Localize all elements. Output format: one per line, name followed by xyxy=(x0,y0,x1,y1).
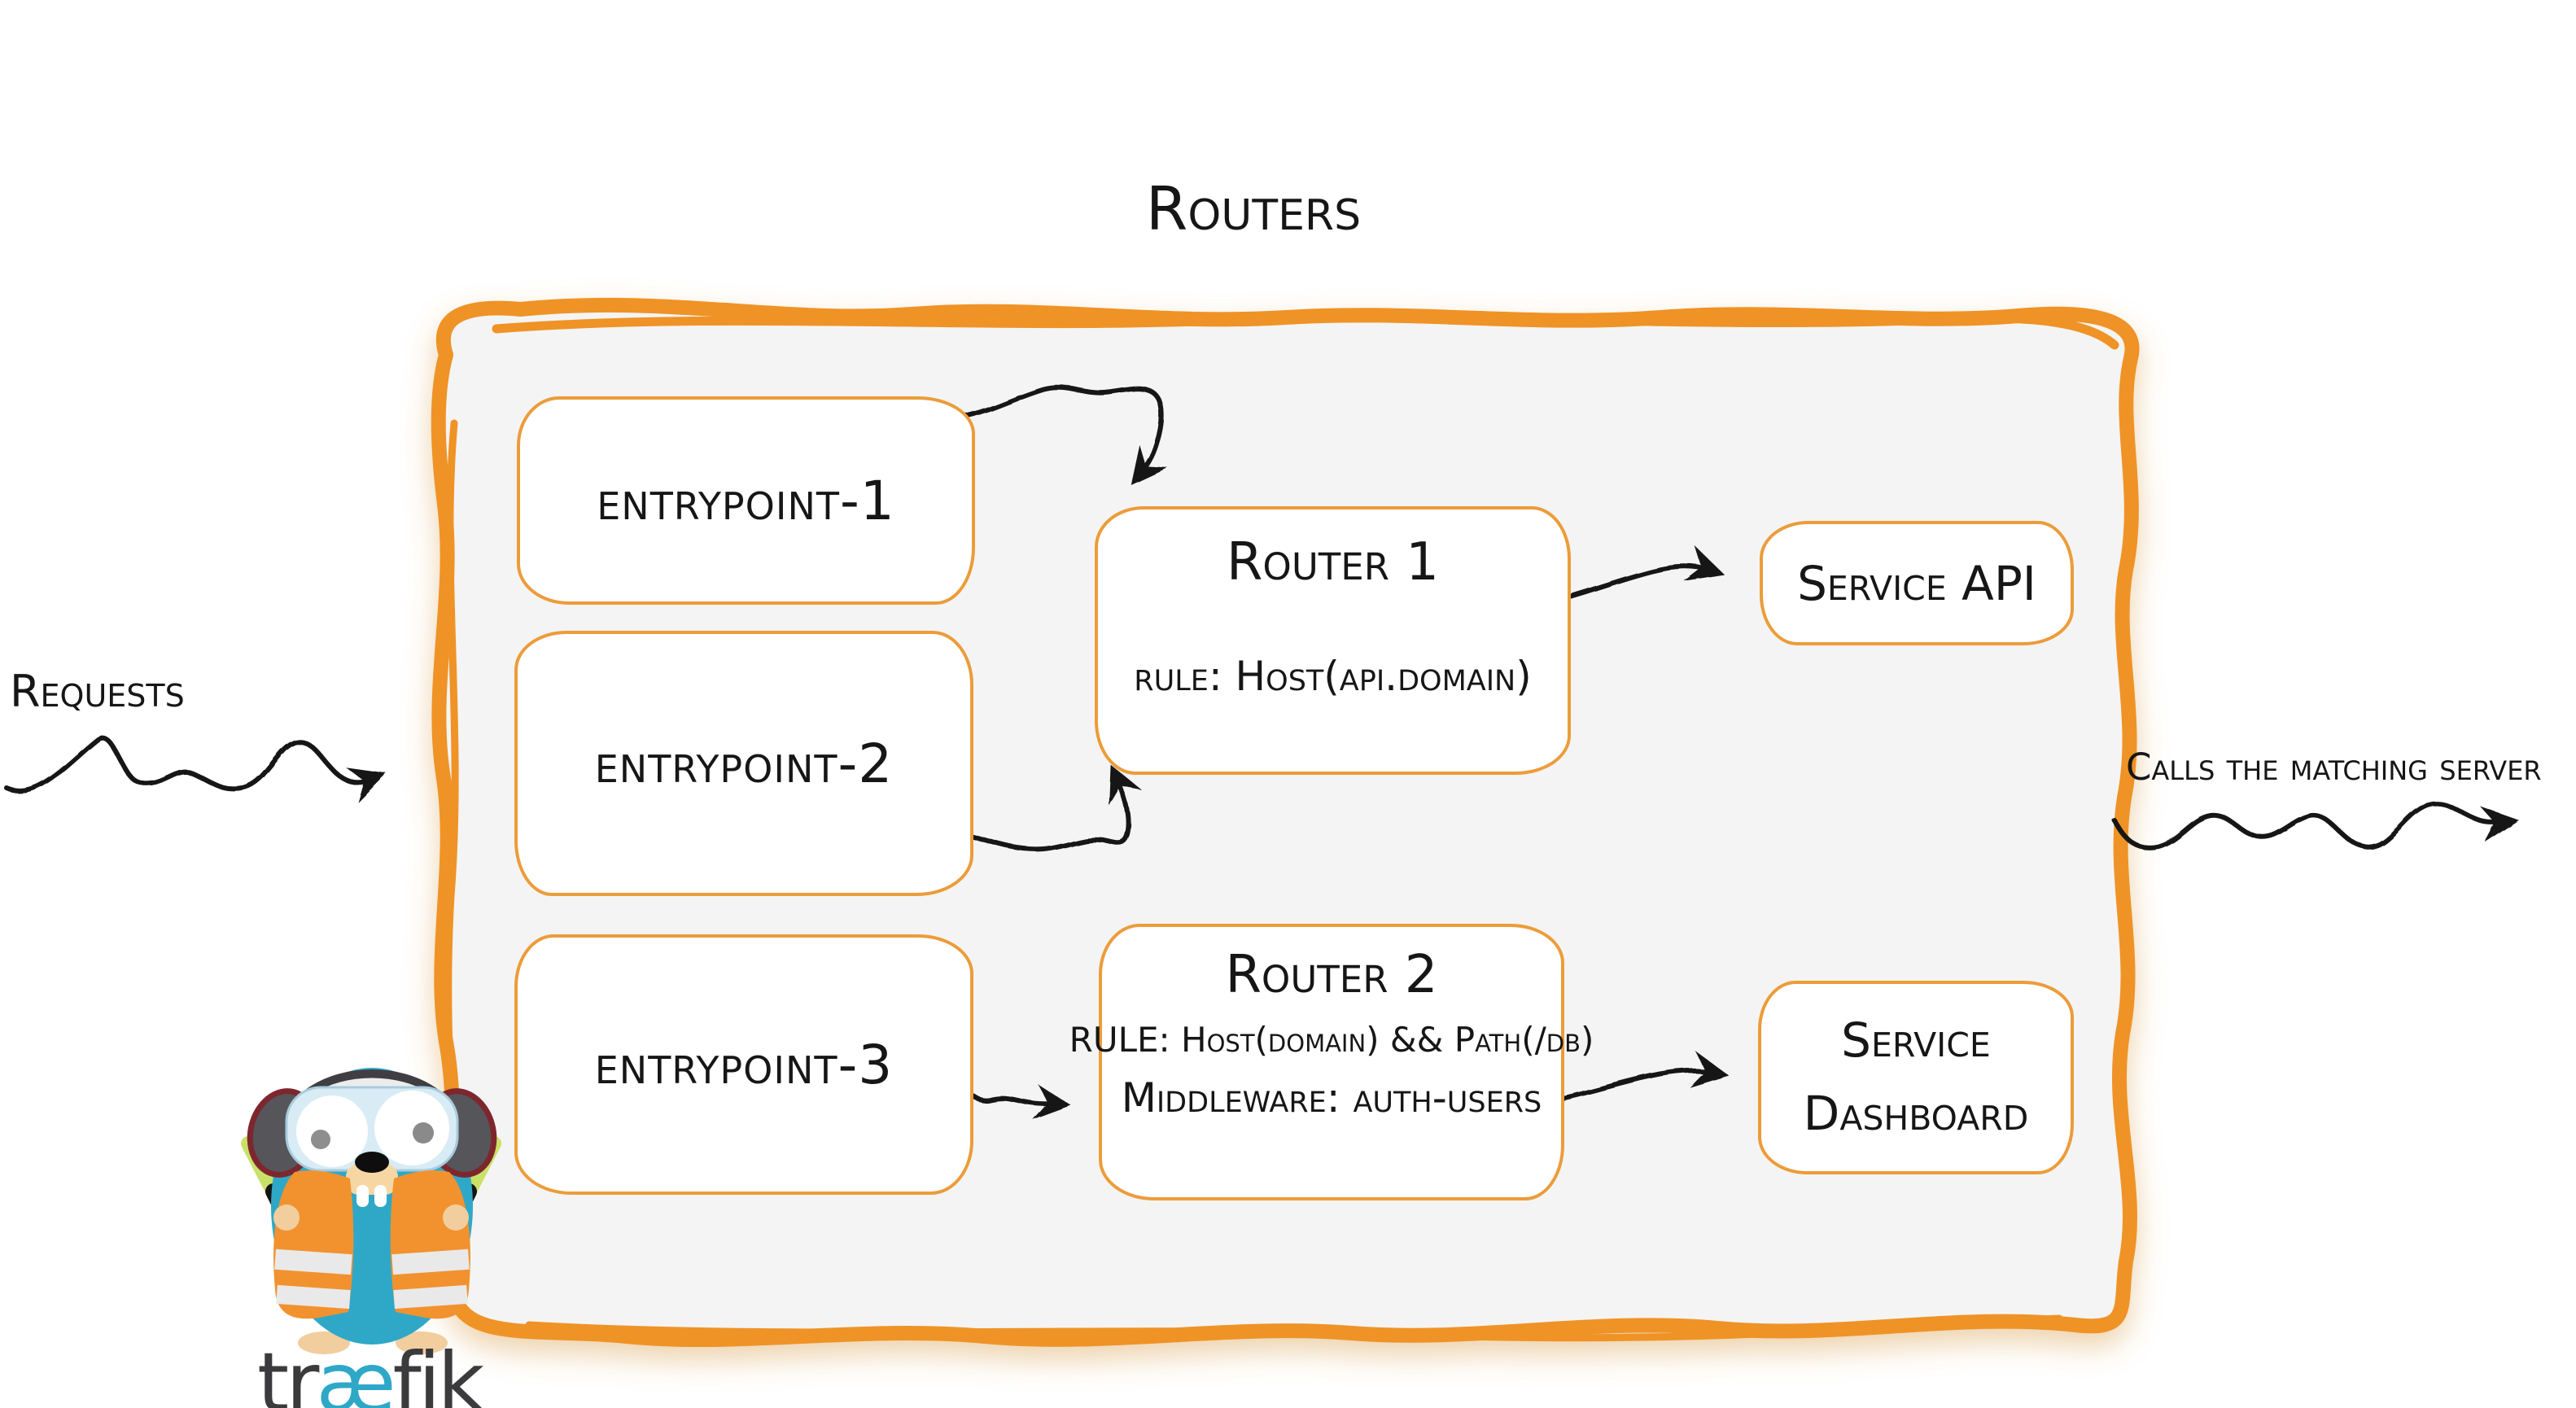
entrypoint-3-node: entrypoint-3 xyxy=(514,934,973,1195)
router-1-node: Router 1 rule: Host(api.domain) xyxy=(1095,506,1571,775)
arrow-entrypoint2-router1 xyxy=(951,764,1143,852)
traefik-gopher-mascot xyxy=(241,1068,501,1354)
entrypoint-2-node: entrypoint-2 xyxy=(514,631,973,896)
router-1-title: Router 1 xyxy=(1226,532,1440,592)
entrypoint-1-label: entrypoint-1 xyxy=(597,469,895,532)
wordmark-part-ae: æ xyxy=(316,1335,396,1408)
arrow-entrypoint1-router1 xyxy=(960,384,1169,486)
gopher-tooth-left xyxy=(356,1185,369,1207)
vest-stripe-right-2 xyxy=(393,1284,468,1310)
vest-stripe-right-1 xyxy=(391,1248,470,1275)
service-dashboard-label-line1: Service xyxy=(1841,1012,1991,1069)
gopher-pupil-left xyxy=(311,1130,330,1149)
page-title: Routers xyxy=(1145,174,1362,244)
gopher-hand-right xyxy=(443,1205,469,1231)
service-dashboard-label-line2: Dashboard xyxy=(1803,1086,2029,1141)
service-api-node: Service API xyxy=(1760,521,2074,645)
gopher-nose xyxy=(355,1152,389,1173)
panel-brush-bottom xyxy=(525,1314,2063,1342)
entrypoint-3-label: entrypoint-3 xyxy=(594,1033,894,1096)
gopher-pupil-right xyxy=(413,1122,434,1143)
entrypoint-2-label: entrypoint-2 xyxy=(594,732,894,795)
vest-stripe-left-1 xyxy=(274,1248,352,1275)
traefik-wordmark: træfik xyxy=(257,1335,485,1408)
arrow-calls xyxy=(2112,801,2518,850)
service-dashboard-node: Service Dashboard xyxy=(1758,981,2074,1174)
router-1-rule: rule: Host(api.domain) xyxy=(1134,653,1532,700)
requests-label: Requests xyxy=(10,666,185,717)
wordmark-part-fik: fik xyxy=(392,1335,485,1408)
router-2-title: Router 2 xyxy=(1225,945,1438,1005)
entrypoint-1-node: entrypoint-1 xyxy=(517,396,975,605)
calls-label: Calls the matching server xyxy=(2126,746,2542,789)
vest-stripe-left-2 xyxy=(276,1284,351,1310)
gopher-eye-left xyxy=(296,1095,368,1167)
router-2-node: Router 2 RULE: Host(domain) && Path(/db)… xyxy=(1069,924,1594,1200)
router-2-middleware: Middleware: auth-users xyxy=(1121,1074,1542,1122)
gopher-foot-left xyxy=(298,1331,350,1354)
gopher-eye-right xyxy=(374,1091,449,1165)
gopher-tooth-right xyxy=(374,1185,387,1207)
gopher-hand-left xyxy=(273,1205,300,1231)
arrow-router1-serviceapi xyxy=(1552,546,1725,603)
router-2-rule: RULE: Host(domain) && Path(/db) xyxy=(1069,1020,1594,1060)
wordmark-part-tr: tr xyxy=(257,1335,319,1408)
panel-brush-top xyxy=(492,313,2119,350)
gopher-foot-right xyxy=(396,1331,448,1354)
arrow-requests xyxy=(4,735,387,802)
arrow-router2-servicedashboard xyxy=(1550,1051,1729,1103)
service-api-label: Service API xyxy=(1797,555,2036,611)
